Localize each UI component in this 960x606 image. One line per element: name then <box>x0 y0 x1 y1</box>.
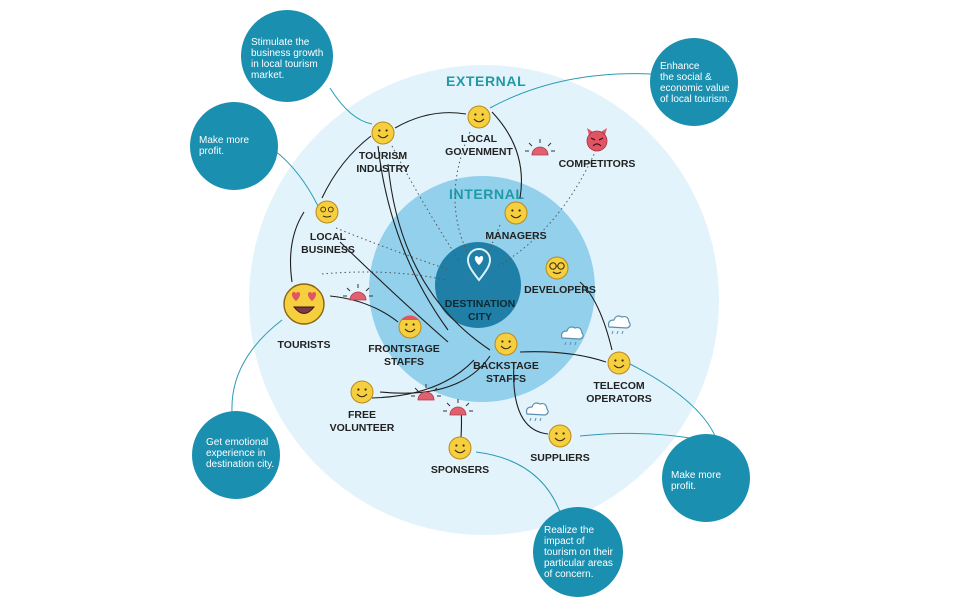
smiley-face-icon <box>371 121 395 145</box>
svg-text:MANAGERS: MANAGERS <box>485 230 546 242</box>
glasses-face-icon <box>545 256 569 280</box>
svg-text:TOURISTS: TOURISTS <box>278 339 331 351</box>
dotted-connections <box>321 131 597 281</box>
solid-connections <box>289 111 613 439</box>
smiley-face-icon <box>548 424 572 448</box>
dizzy-face-icon <box>315 200 339 224</box>
center-circle <box>435 242 521 328</box>
smiley-face-icon <box>494 332 518 356</box>
smiley-face-icon <box>350 380 374 404</box>
node-tourists: TOURISTS <box>278 283 331 351</box>
svg-text:SPONSERS: SPONSERS <box>431 464 489 476</box>
node-managers: MANAGERS <box>485 201 547 242</box>
svg-text:DEVELOPERS: DEVELOPERS <box>524 284 596 296</box>
smiley-face-icon <box>607 351 631 375</box>
internal-ring-label: INTERNAL <box>449 186 525 202</box>
devil-face-icon <box>586 128 608 152</box>
location-pin-heart-icon <box>466 248 492 282</box>
external-ring-label: EXTERNAL <box>446 73 526 89</box>
node-suppliers: SUPPLIERS <box>530 424 590 464</box>
node-sponsers: SPONSERS <box>431 436 489 476</box>
smiley-face-icon <box>504 201 528 225</box>
heart-eyes-face-icon <box>283 283 325 325</box>
callout-lines <box>231 73 717 513</box>
smiley-face-icon <box>448 436 472 460</box>
node-competitors: COMPETITORS <box>559 128 636 170</box>
svg-text:SUPPLIERS: SUPPLIERS <box>530 452 590 464</box>
smiley-face-icon <box>467 105 491 129</box>
svg-text:COMPETITORS: COMPETITORS <box>559 158 636 170</box>
node-developers: DEVELOPERS <box>524 256 596 296</box>
